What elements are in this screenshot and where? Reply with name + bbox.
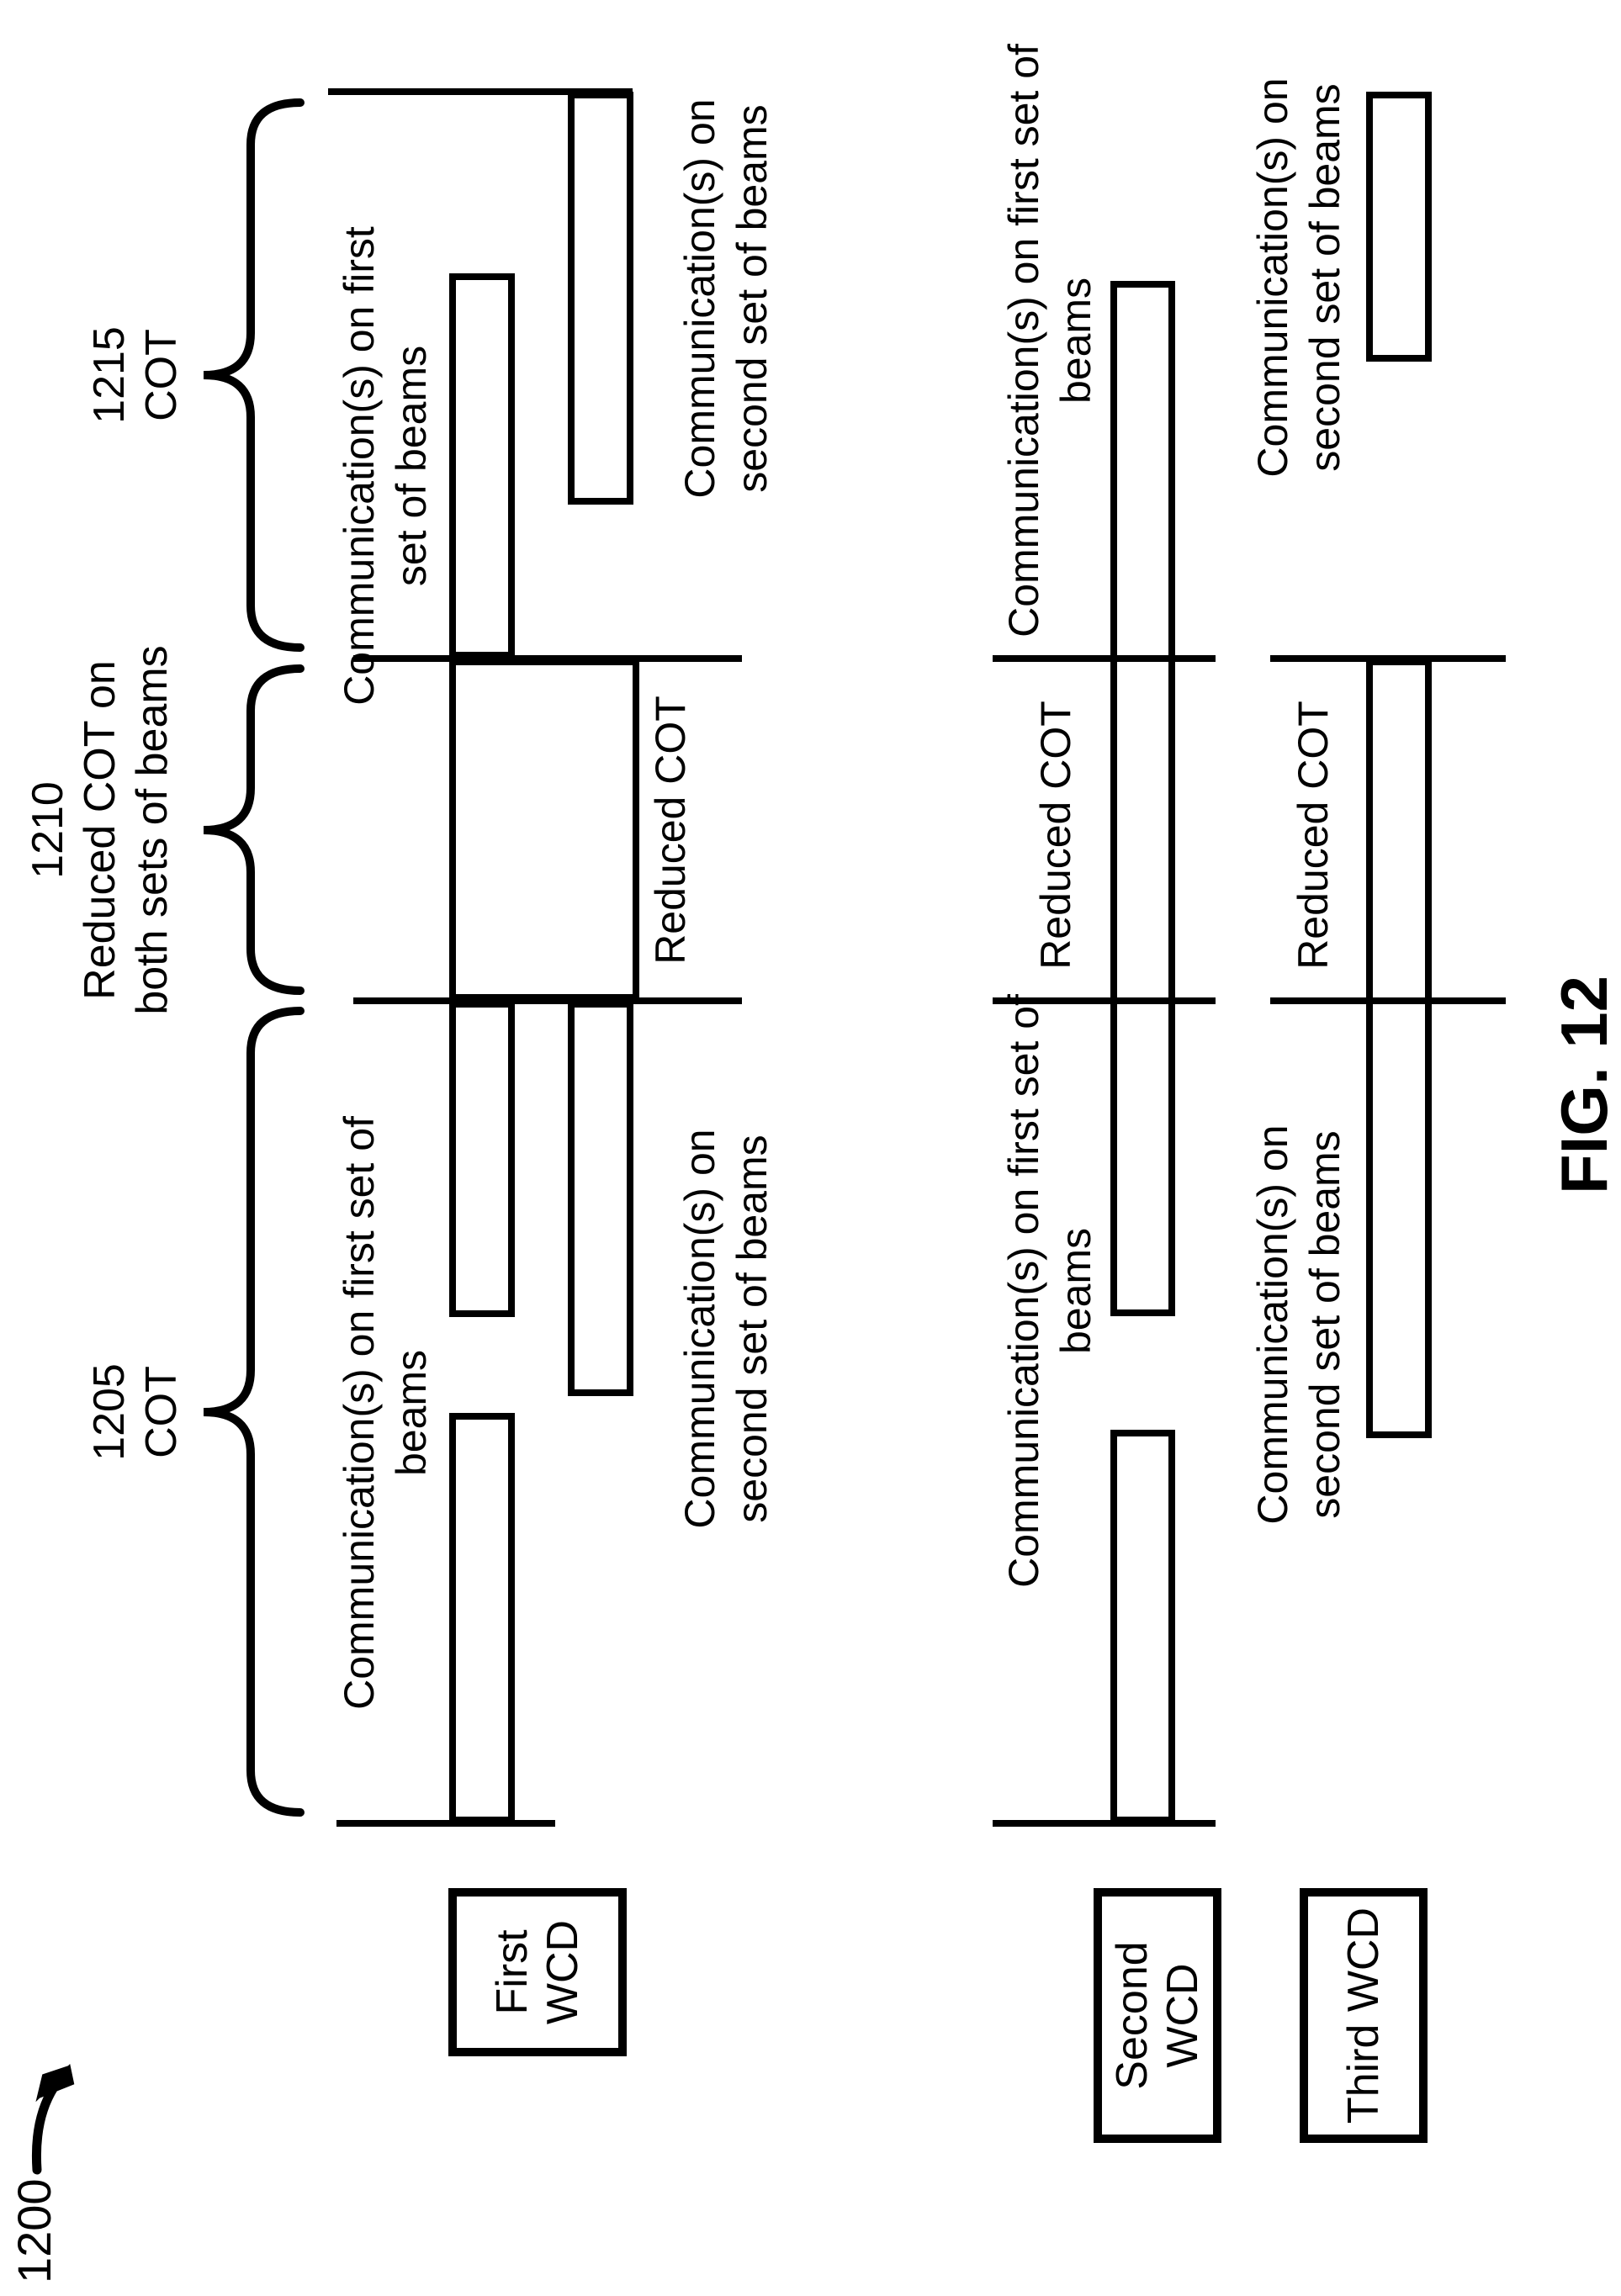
- third-wcd-reduced-cot-label: Reduced COT: [1290, 701, 1337, 970]
- brace-1210-reduced-cot: [203, 664, 305, 995]
- first-wcd-first-set-early-label-line2: beams: [388, 1349, 435, 1477]
- third-wcd-late-label-line1: Communication(s) on: [1249, 77, 1296, 478]
- first-wcd-second-set-late-label-line1: Communication(s) on: [676, 98, 723, 499]
- label-1205-cot: COT: [137, 1366, 186, 1458]
- first-wcd-first-set-late-label-line2: set of beams: [388, 345, 435, 587]
- first-wcd-first-set-early-label-line1: Communication(s) on first set of: [336, 1116, 383, 1710]
- first-wcd-reduced-cot-label: Reduced COT: [647, 696, 694, 965]
- label-1215: 1215: [85, 326, 134, 424]
- first-wcd-second-set-early-label-line1: Communication(s) on: [676, 1129, 723, 1529]
- label-1215-cot: COT: [137, 329, 186, 421]
- brace-1205-cot: [203, 1007, 305, 1817]
- second-wcd-late-label-line2: beams: [1052, 277, 1099, 405]
- first-wcd-second-set-late-label-line2: second set of beams: [728, 104, 776, 493]
- ref-1200-arrowhead: [35, 2064, 75, 2103]
- figure-caption: FIG. 12: [1547, 975, 1621, 1195]
- second-wcd-late-label-line1: Communication(s) on first set of: [1000, 44, 1047, 637]
- third-wcd-late-label-line2: second set of beams: [1301, 83, 1348, 472]
- label-1205: 1205: [85, 1363, 134, 1461]
- third-wcd-early-label-line2: second set of beams: [1301, 1130, 1348, 1519]
- first-wcd-first-set-late-label-line1: Communication(s) on first: [336, 226, 383, 706]
- first-wcd-second-set-early-label-line2: second set of beams: [728, 1135, 776, 1523]
- label-1210-reduced-line1: Reduced COT on: [76, 660, 124, 1000]
- second-wcd-reduced-cot-label: Reduced COT: [1032, 701, 1079, 970]
- second-wcd-early-label-line2: beams: [1052, 1227, 1099, 1355]
- figure-ref-1200: 1200: [8, 2178, 61, 2283]
- label-1210: 1210: [24, 781, 72, 879]
- ref-1200-arrow: [31, 2082, 59, 2175]
- label-1210-reduced-line2: both sets of beams: [128, 645, 177, 1015]
- third-wcd-early-label-line1: Communication(s) on: [1249, 1124, 1296, 1525]
- second-wcd-early-label-line1: Communication(s) on first set of: [1000, 994, 1047, 1588]
- brace-1215-cot: [203, 98, 305, 652]
